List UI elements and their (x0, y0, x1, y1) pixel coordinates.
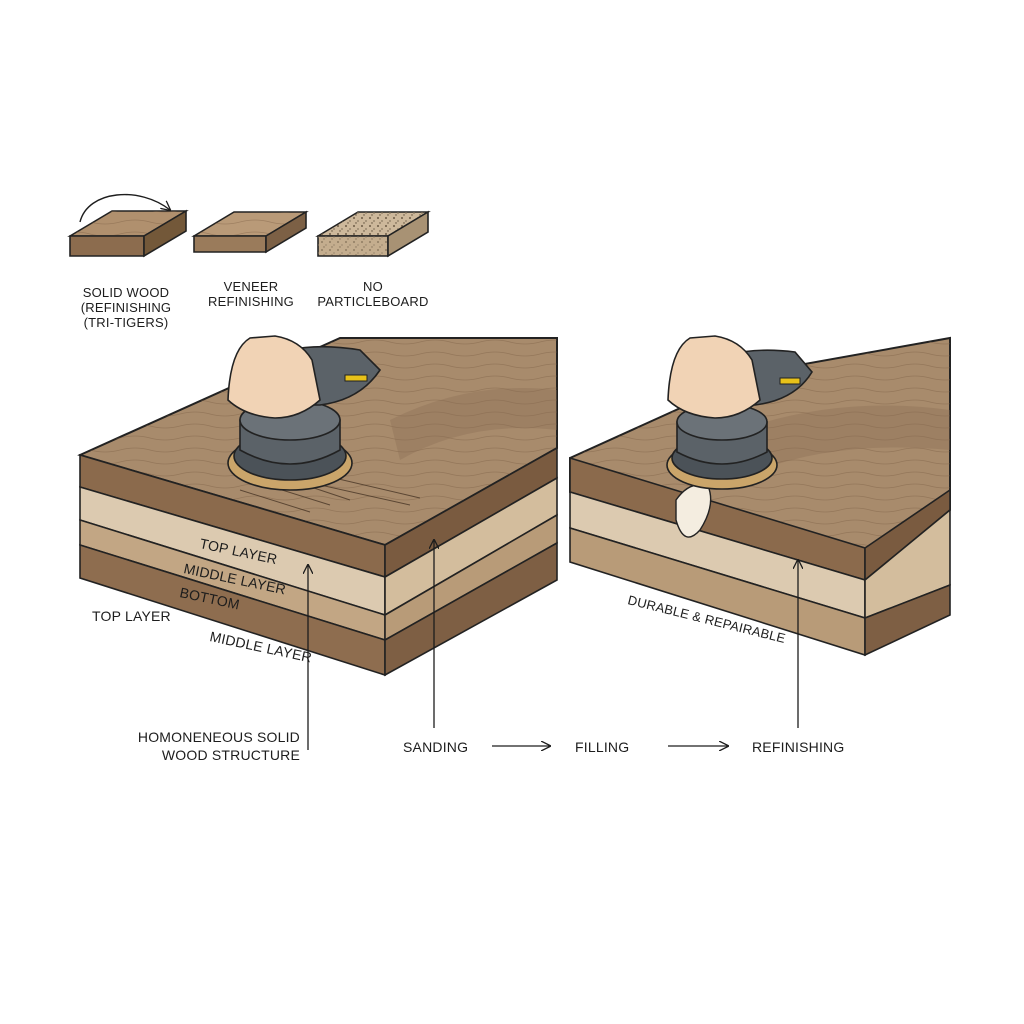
veneer-label: VENEER REFINISHING (196, 279, 306, 309)
particleboard-label: NO PARTICLEBOARD (310, 279, 436, 309)
sander-left (227, 345, 382, 491)
solid-wood-label-line-1: SOLID WOOD (82, 285, 170, 300)
solid-wood-label-line-2: (REFINISHING (80, 300, 172, 315)
veneer-sample (191, 210, 309, 254)
particleboard-label-line-2: PARTICLEBOARD (317, 294, 429, 309)
veneer-label-line-2: REFINISHING (208, 294, 294, 309)
solid-wood-label: SOLID WOOD (REFINISHING (TRI-TIGERS) (76, 285, 176, 330)
solid-wood-label-line-3: (TRI-TIGERS) (83, 315, 169, 330)
process-step-sanding: SANDING (403, 739, 469, 755)
hand-left (227, 335, 321, 419)
process-step-filling: FILLING (575, 739, 630, 755)
process-step-refinishing: REFINISHING (752, 739, 845, 755)
curved-arrow-icon (79, 193, 170, 223)
structure-caption-line-2: WOOD STRUCTURE (161, 747, 300, 763)
particleboard-label-line-1: NO (363, 279, 383, 294)
hand-right (667, 335, 761, 419)
veneer-label-line-1: VENEER (223, 279, 279, 294)
top-layer-outside-label: TOP LAYER (92, 608, 171, 624)
solid-wood-sample (67, 209, 189, 258)
particleboard-sample (315, 210, 431, 258)
structure-caption: HOMONENEOUS SOLID WOOD STRUCTURE (110, 728, 300, 764)
structure-caption-line-1: HOMONENEOUS SOLID (137, 729, 300, 745)
